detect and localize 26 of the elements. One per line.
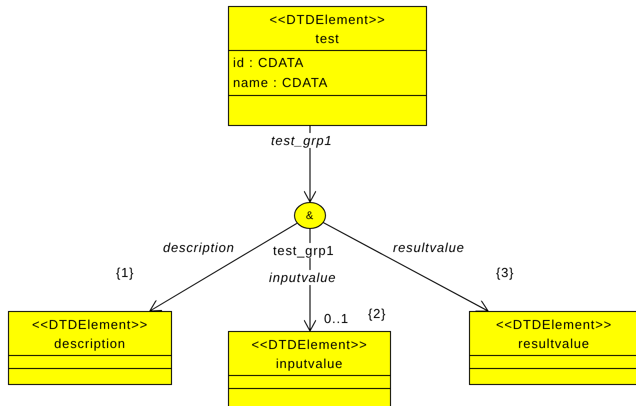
edge-label: inputvalue xyxy=(268,270,338,285)
class-name: description xyxy=(53,335,127,353)
class-name: inputvalue xyxy=(274,355,344,373)
attribute-text: name : CDATA xyxy=(233,74,330,92)
stereotype-text: <<DTDElement>> xyxy=(250,336,368,354)
multiplicity-note: {3} xyxy=(495,265,516,280)
multiplicity-note: {1} xyxy=(115,265,136,280)
association-arrow xyxy=(149,222,298,312)
stereotype-text: <<DTDElement>> xyxy=(268,11,386,29)
association-arrow xyxy=(323,222,489,312)
uml-class-box xyxy=(469,311,636,385)
group-name: test_grp1 xyxy=(272,243,336,258)
multiplicity: 0..1 xyxy=(323,311,350,326)
edge-label: description xyxy=(162,240,236,255)
stereotype-text: <<DTDElement>> xyxy=(495,316,613,334)
uml-class-box xyxy=(228,331,391,406)
edge-label: test_grp1 xyxy=(270,133,334,148)
edge-label: resultvalue xyxy=(392,240,466,255)
class-name: resultvalue xyxy=(517,335,591,353)
attribute-text: id : CDATA xyxy=(233,54,306,72)
uml-class-box xyxy=(8,311,172,385)
uml-class-box xyxy=(228,6,427,126)
stereotype-text: <<DTDElement>> xyxy=(31,316,149,334)
class-name: test xyxy=(314,30,341,48)
operator-symbol: & xyxy=(306,210,314,222)
multiplicity-note: {2} xyxy=(367,306,388,321)
